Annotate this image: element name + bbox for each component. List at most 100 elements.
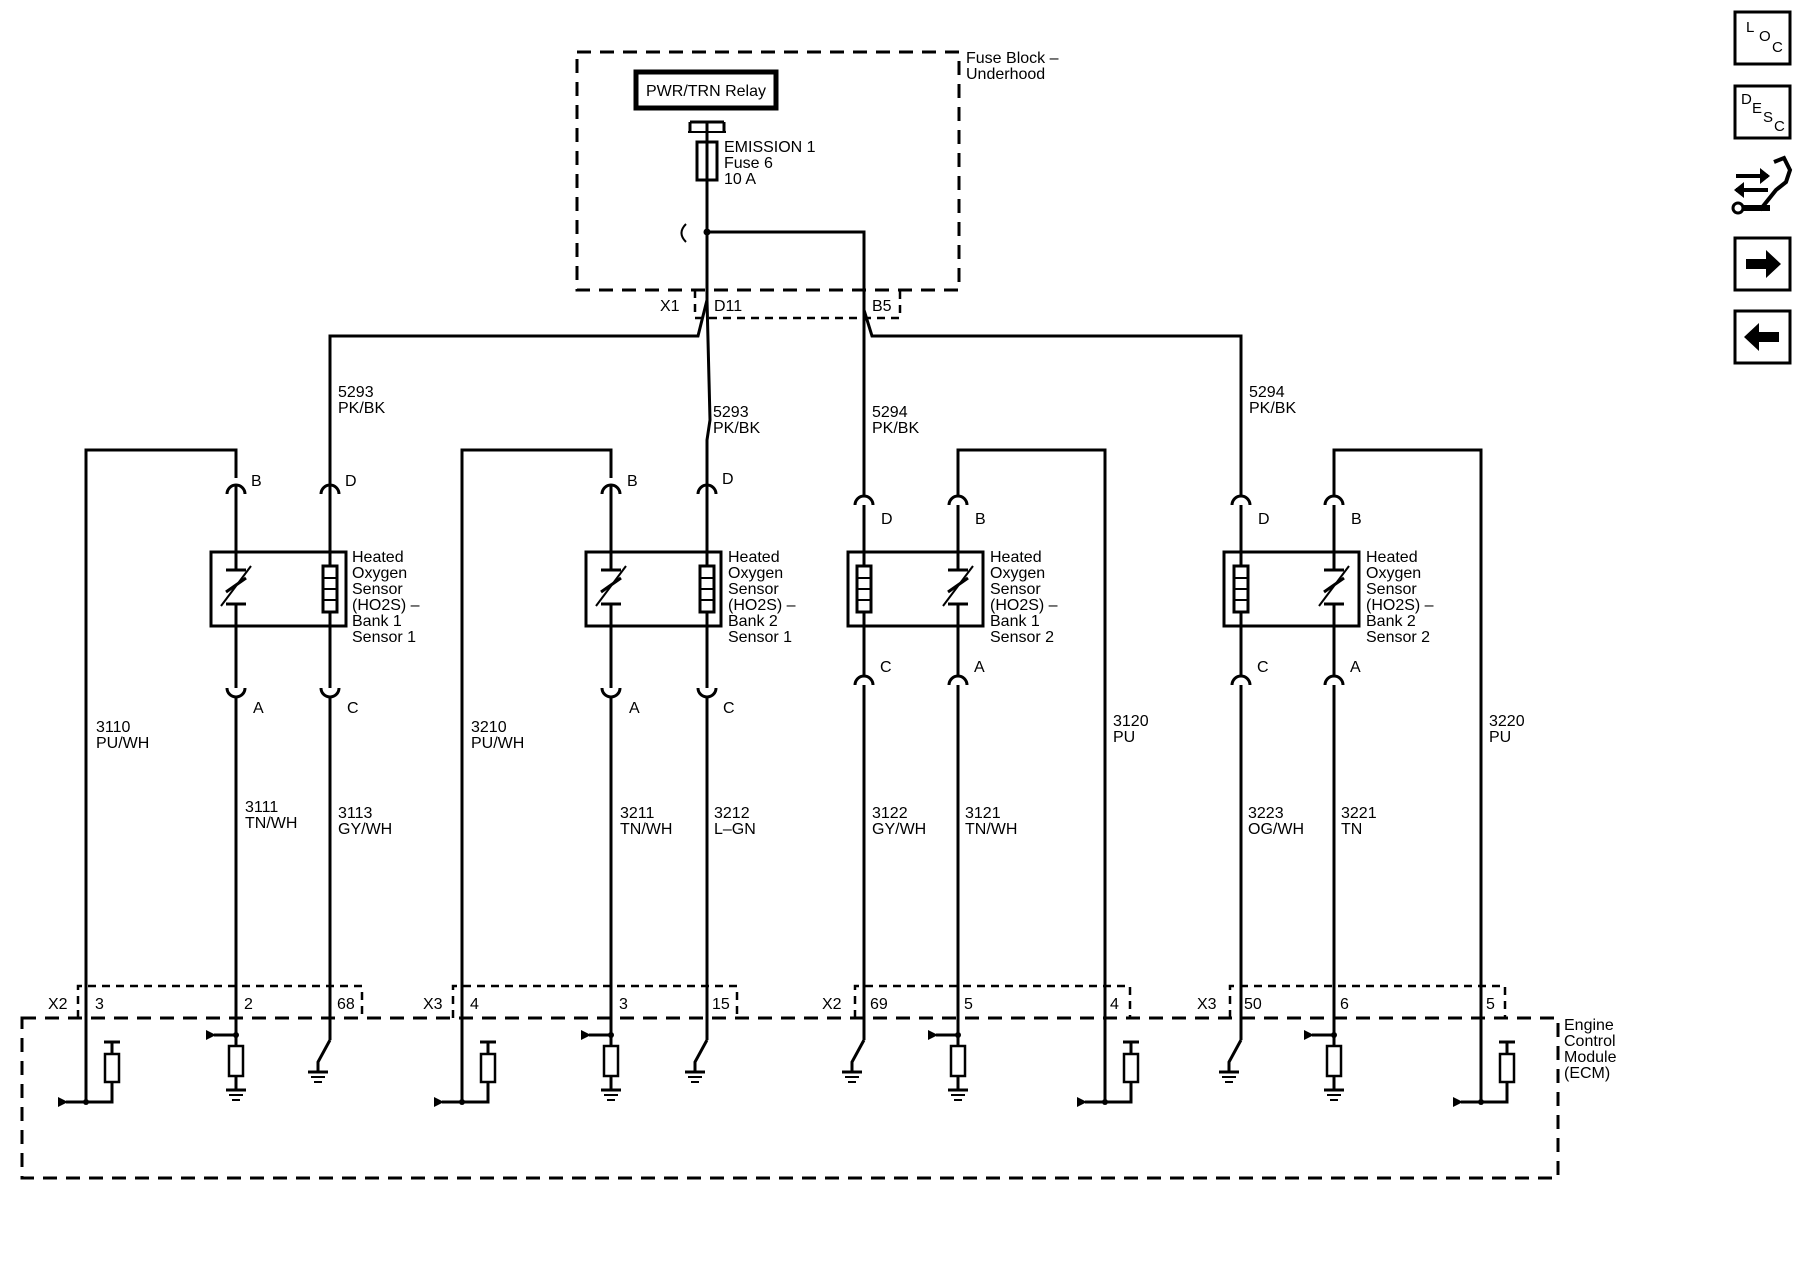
ecm-pin-5b: 5 bbox=[1486, 996, 1495, 1013]
feed-wires: 5293 PK/BK 5293 PK/BK 5294 PK/BK 5294 PK… bbox=[328, 232, 1296, 478]
s3-pin-c: C bbox=[880, 659, 892, 676]
wire-3210-color: PU/WH bbox=[471, 735, 524, 752]
s1-pin-b: B bbox=[251, 473, 262, 490]
s1-name-3: Sensor bbox=[352, 581, 403, 598]
s2-name-5: Bank 2 bbox=[728, 613, 778, 630]
wire-5294-a-color: PK/BK bbox=[872, 420, 919, 437]
s1-name-5: Bank 1 bbox=[352, 613, 402, 630]
ecm-circuit-pullup-2 bbox=[434, 1040, 497, 1107]
s2-pin-d: D bbox=[722, 471, 734, 488]
wire-3221-color: TN bbox=[1341, 821, 1362, 838]
ecm-pin-15: 15 bbox=[712, 996, 730, 1013]
wire-3120-num: 3120 bbox=[1113, 713, 1149, 730]
signal-wire-labels: 3110 PU/WH 3111 TN/WH 3113 GY/WH 3210 PU… bbox=[96, 713, 1525, 838]
desc-letter-c: C bbox=[1774, 118, 1785, 135]
wire-5293-a-num: 5293 bbox=[338, 384, 374, 401]
desc-letter-d: D bbox=[1741, 91, 1752, 108]
nav-toolbar: L O C D E S C bbox=[1731, 10, 1793, 365]
ecm-circuit-ground-4 bbox=[1219, 1039, 1243, 1083]
s3-name-4: (HO2S) – bbox=[990, 597, 1058, 614]
s4-pin-a: A bbox=[1350, 659, 1361, 676]
s1-pin-a: A bbox=[253, 700, 264, 717]
back-button[interactable] bbox=[1733, 309, 1792, 365]
s2-name-6: Sensor 1 bbox=[728, 629, 792, 646]
s1-name-1: Heated bbox=[352, 549, 404, 566]
wire-3113-num: 3113 bbox=[338, 805, 373, 822]
s2-name-4: (HO2S) – bbox=[728, 597, 796, 614]
ecm-circuit-ground-1 bbox=[308, 1039, 332, 1083]
fuse-block-title-1: Fuse Block – bbox=[966, 50, 1059, 67]
ecm-pin-6: 6 bbox=[1340, 996, 1349, 1013]
wire-3113-color: GY/WH bbox=[338, 821, 392, 838]
diagnostic-tools-icon[interactable] bbox=[1731, 155, 1793, 215]
wire-3220-num: 3220 bbox=[1489, 713, 1525, 730]
ecm-circuit-heater-4 bbox=[1304, 1010, 1344, 1101]
s2-name-1: Heated bbox=[728, 549, 780, 566]
s2-pin-c: C bbox=[723, 700, 735, 717]
wire-5293-b-color: PK/BK bbox=[713, 420, 760, 437]
ecm-pin-69: 69 bbox=[870, 996, 888, 1013]
wire-5293-b-num: 5293 bbox=[713, 404, 749, 421]
s3-pin-d: D bbox=[881, 511, 893, 528]
ecm-circuit-ground-3 bbox=[842, 1039, 866, 1083]
ecm-circuit-heater-1 bbox=[206, 1010, 246, 1101]
s4-pin-c: C bbox=[1257, 659, 1269, 676]
fuse-block-title-2: Underhood bbox=[966, 66, 1045, 83]
next-button[interactable] bbox=[1733, 236, 1792, 292]
ecm-circuit-pullup-3 bbox=[1077, 1040, 1140, 1107]
wire-3120-color: PU bbox=[1113, 729, 1135, 746]
wire-3122-num: 3122 bbox=[872, 805, 908, 822]
pin-d11: D11 bbox=[714, 298, 742, 315]
ecm-conn-x3-b: X3 bbox=[1197, 996, 1217, 1013]
s4-name-4: (HO2S) – bbox=[1366, 597, 1434, 614]
ecm-pin-4: 4 bbox=[470, 996, 479, 1013]
s4-name-5: Bank 2 bbox=[1366, 613, 1416, 630]
connector-x1: X1 bbox=[660, 298, 680, 315]
wire-5294-b-color: PK/BK bbox=[1249, 400, 1296, 417]
ecm-conn-x2-b: X2 bbox=[822, 996, 842, 1013]
s3-name-2: Oxygen bbox=[990, 565, 1045, 582]
fuse-rating: 10 A bbox=[724, 171, 756, 188]
s2-pin-b: B bbox=[627, 473, 638, 490]
s2-name-3: Sensor bbox=[728, 581, 779, 598]
wire-3211-num: 3211 bbox=[620, 805, 655, 822]
s4-name-2: Oxygen bbox=[1366, 565, 1421, 582]
fuse-block-underhood: Fuse Block – Underhood PWR/TRN Relay EMI… bbox=[575, 50, 1059, 320]
wire-3221-num: 3221 bbox=[1341, 805, 1377, 822]
desc-letter-e: E bbox=[1752, 100, 1762, 117]
pin-b5: B5 bbox=[872, 298, 892, 315]
fuse-name: EMISSION 1 bbox=[724, 139, 816, 156]
ecm-circuit-heater-3 bbox=[928, 1010, 968, 1101]
wire-3211-color: TN/WH bbox=[620, 821, 672, 838]
s1-name-4: (HO2S) – bbox=[352, 597, 420, 614]
ecm-circuit-pullup-4 bbox=[1453, 1040, 1516, 1107]
relay-label: PWR/TRN Relay bbox=[646, 83, 766, 100]
s3-pin-a: A bbox=[974, 659, 985, 676]
wire-3223-num: 3223 bbox=[1248, 805, 1284, 822]
s4-name-6: Sensor 2 bbox=[1366, 629, 1430, 646]
description-button[interactable]: D E S C bbox=[1733, 84, 1792, 140]
ho2s-bank2-sensor1: B D Heated Oxygen Sensor (HO2S) – Bank 2… bbox=[460, 448, 796, 1102]
s2-pin-a: A bbox=[629, 700, 640, 717]
arrow-right-icon bbox=[1746, 250, 1781, 278]
wire-3122-color: GY/WH bbox=[872, 821, 926, 838]
s1-pin-c: C bbox=[347, 700, 359, 717]
s2-name-2: Oxygen bbox=[728, 565, 783, 582]
wire-3121-color: TN/WH bbox=[965, 821, 1017, 838]
location-button[interactable]: L O C bbox=[1733, 10, 1792, 66]
loc-letter-l: L bbox=[1746, 19, 1754, 36]
engine-control-module: Engine Control Module (ECM) X2 X3 X2 X3 … bbox=[20, 984, 1617, 1180]
wire-3223-color: OG/WH bbox=[1248, 821, 1304, 838]
ho2s-bank2-sensor2: D B Heated Oxygen Sensor (HO2S) – Bank 2… bbox=[1222, 448, 1483, 1102]
ecm-pin-4b: 4 bbox=[1110, 996, 1119, 1013]
ecm-conn-x3-a: X3 bbox=[423, 996, 443, 1013]
s4-pin-d: D bbox=[1258, 511, 1270, 528]
ecm-name-1: Engine bbox=[1564, 1017, 1614, 1034]
s4-pin-b: B bbox=[1351, 511, 1362, 528]
s4-name-3: Sensor bbox=[1366, 581, 1417, 598]
ecm-pin-68: 68 bbox=[337, 996, 355, 1013]
s1-name-6: Sensor 1 bbox=[352, 629, 416, 646]
loc-letter-c: C bbox=[1772, 39, 1783, 56]
wire-3110-num: 3110 bbox=[96, 719, 131, 736]
